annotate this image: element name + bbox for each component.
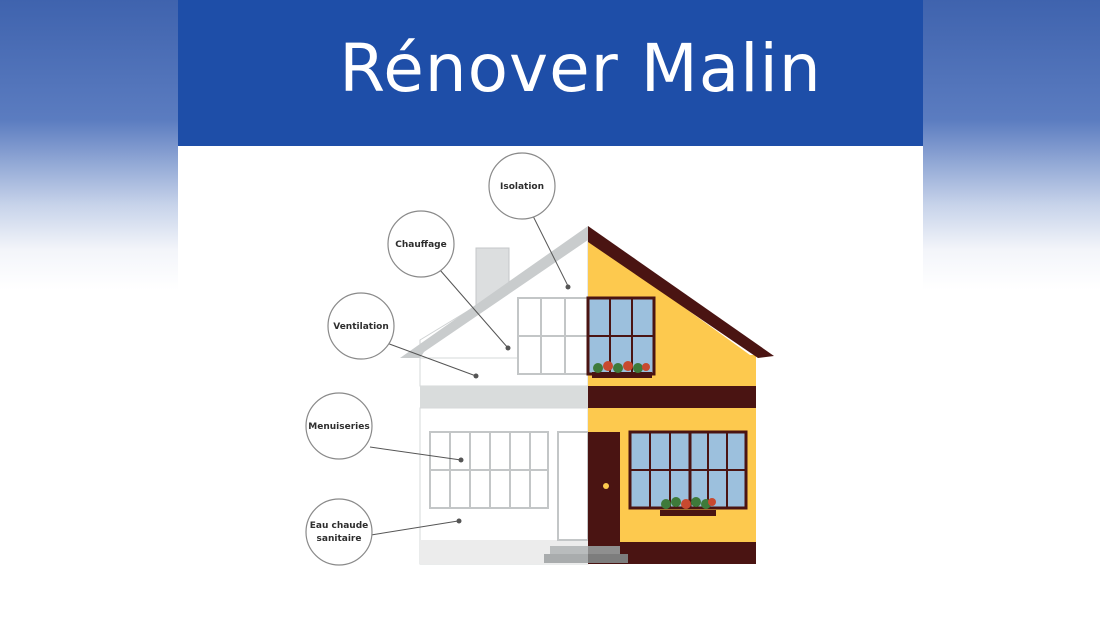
- upper-window-before: [517, 297, 589, 375]
- callout-label-ventilation: Ventilation: [333, 322, 389, 332]
- callout-ventilation: Ventilation: [327, 292, 479, 379]
- step-before-2: [544, 554, 588, 563]
- house-renovated-half: [586, 226, 774, 564]
- left-blur-panel: [0, 0, 178, 623]
- base-renovated: [588, 542, 756, 564]
- roof-trim-renovated: [588, 226, 774, 358]
- ground-window-renovated: [628, 430, 748, 510]
- callout-eau-chaude: Eau chaude sanitaire: [305, 498, 462, 566]
- callout-label-menuiseries: Menuiseries: [308, 422, 369, 432]
- title-banner: Rénover Malin: [178, 0, 923, 146]
- step-renovated-1: [588, 546, 620, 554]
- page-title: Rénover Malin: [339, 29, 822, 107]
- callout-label-chauffage: Chauffage: [395, 240, 446, 250]
- callout-label-eau-chaude-line1: Eau chaude: [310, 521, 369, 531]
- callout-label-eau-chaude-line2: sanitaire: [317, 534, 362, 544]
- floor-band-renovated: [588, 386, 756, 408]
- callout-isolation: Isolation: [488, 152, 571, 290]
- flower-box-lower: [660, 497, 716, 516]
- house-diagram: Isolation Chauffage Ventilation Menuiser…: [305, 152, 774, 566]
- ground-window-before: [429, 431, 549, 509]
- callout-label-isolation: Isolation: [500, 182, 544, 192]
- callout-chauffage: Chauffage: [387, 210, 511, 351]
- floor-band-before: [420, 386, 588, 408]
- upper-window-renovated: [586, 296, 656, 376]
- door-renovated: [588, 432, 620, 542]
- house-before-half: [400, 226, 589, 565]
- roof-before: [400, 226, 588, 358]
- step-renovated-2: [588, 554, 628, 563]
- door-before: [557, 431, 589, 541]
- slide: Rénover Malin: [178, 0, 923, 623]
- callout-menuiseries: Menuiseries: [305, 392, 464, 463]
- step-before-1: [550, 546, 588, 554]
- flower-box-upper: [592, 361, 652, 378]
- right-blur-panel: [923, 0, 1100, 623]
